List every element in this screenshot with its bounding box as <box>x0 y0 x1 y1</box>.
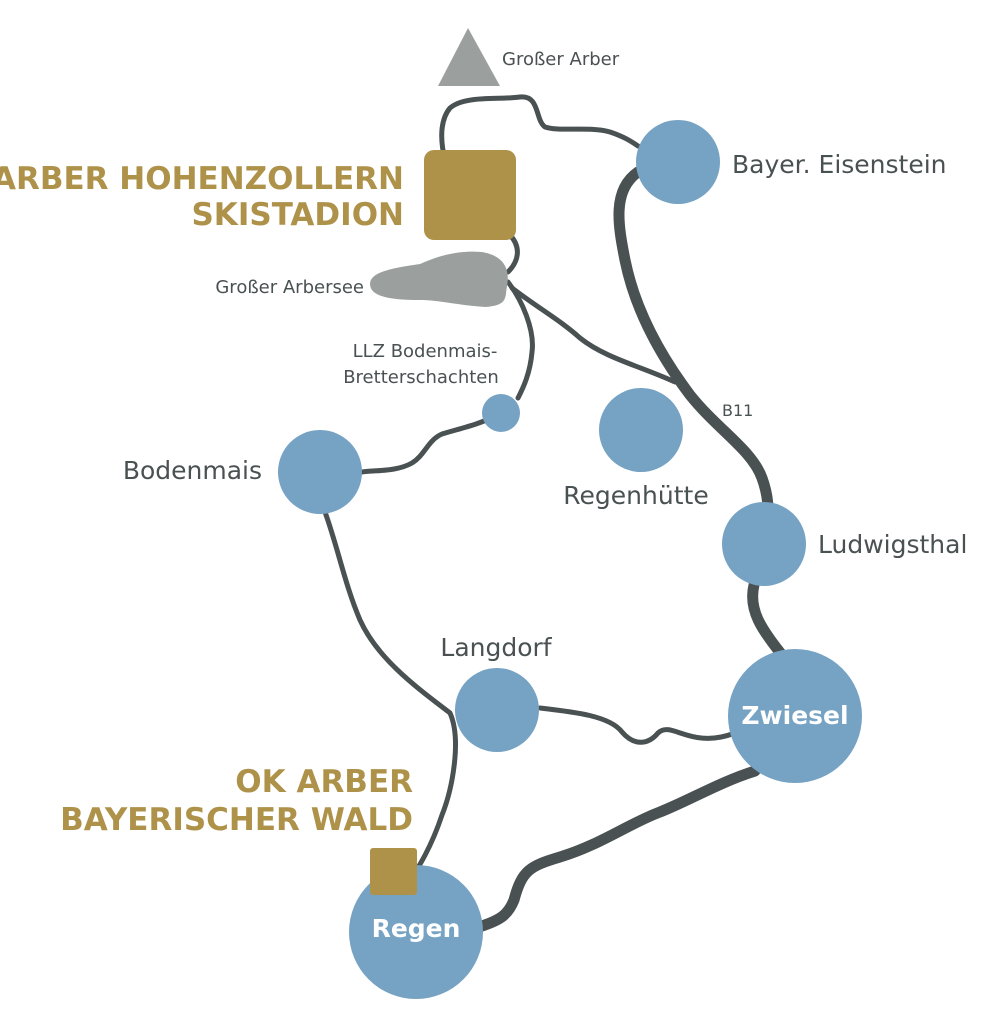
town-bayer-eisenstein <box>636 120 720 204</box>
road-b11-ludwigsthal-zwiesel <box>747 579 788 661</box>
road-arbersee-to-llz <box>505 279 535 401</box>
road-arber-to-eisenstein <box>439 94 641 163</box>
town-label-regenhuette: Regenhütte <box>563 481 708 510</box>
ok-arber-marker <box>370 848 417 895</box>
ok-arber-label-line2: BAYERISCHER WALD <box>60 802 413 838</box>
road-b11-north <box>613 166 774 534</box>
ok-arber-label-line1: OK ARBER <box>235 764 413 800</box>
road-arbersee-to-b11 <box>509 285 678 385</box>
town-label-langdorf: Langdorf <box>440 633 552 662</box>
town-label-zwiesel: Zwiesel <box>741 701 848 730</box>
town-bodenmais <box>278 430 362 514</box>
town-regenhuette <box>599 388 683 472</box>
mountain-icon <box>438 28 500 86</box>
road-bodenmais-to-regen <box>322 509 458 881</box>
lake-shape <box>370 251 508 307</box>
town-label-bodenmais: Bodenmais <box>123 456 262 485</box>
skistadion-marker <box>424 150 516 240</box>
road-b11-label: B11 <box>722 401 753 420</box>
skistadion-label-line1: ARBER HOHENZOLLERN <box>0 161 404 197</box>
road-llz-to-bodenmais <box>359 413 498 475</box>
town-langdorf <box>455 668 539 752</box>
llz-bodenmais-marker <box>482 394 520 432</box>
town-regen <box>349 865 483 999</box>
road-stadium-to-arbersee <box>505 232 520 275</box>
road-b11-zwiesel-regen <box>476 765 761 932</box>
town-label-bayer-eisenstein: Bayer. Eisenstein <box>732 150 947 179</box>
town-zwiesel <box>728 649 862 783</box>
mountain-label: Großer Arber <box>502 49 620 70</box>
town-ludwigsthal <box>722 502 806 586</box>
llz-label-line1: LLZ Bodenmais- <box>353 341 498 362</box>
skistadion-label-line2: SKISTADION <box>191 197 404 233</box>
town-label-ludwigsthal: Ludwigsthal <box>818 530 967 559</box>
road-langdorf-to-zwiesel <box>537 705 738 745</box>
town-label-regen: Regen <box>372 914 461 943</box>
lake-label: Großer Arbersee <box>215 277 364 298</box>
llz-label-line2: Bretterschachten <box>343 367 499 388</box>
